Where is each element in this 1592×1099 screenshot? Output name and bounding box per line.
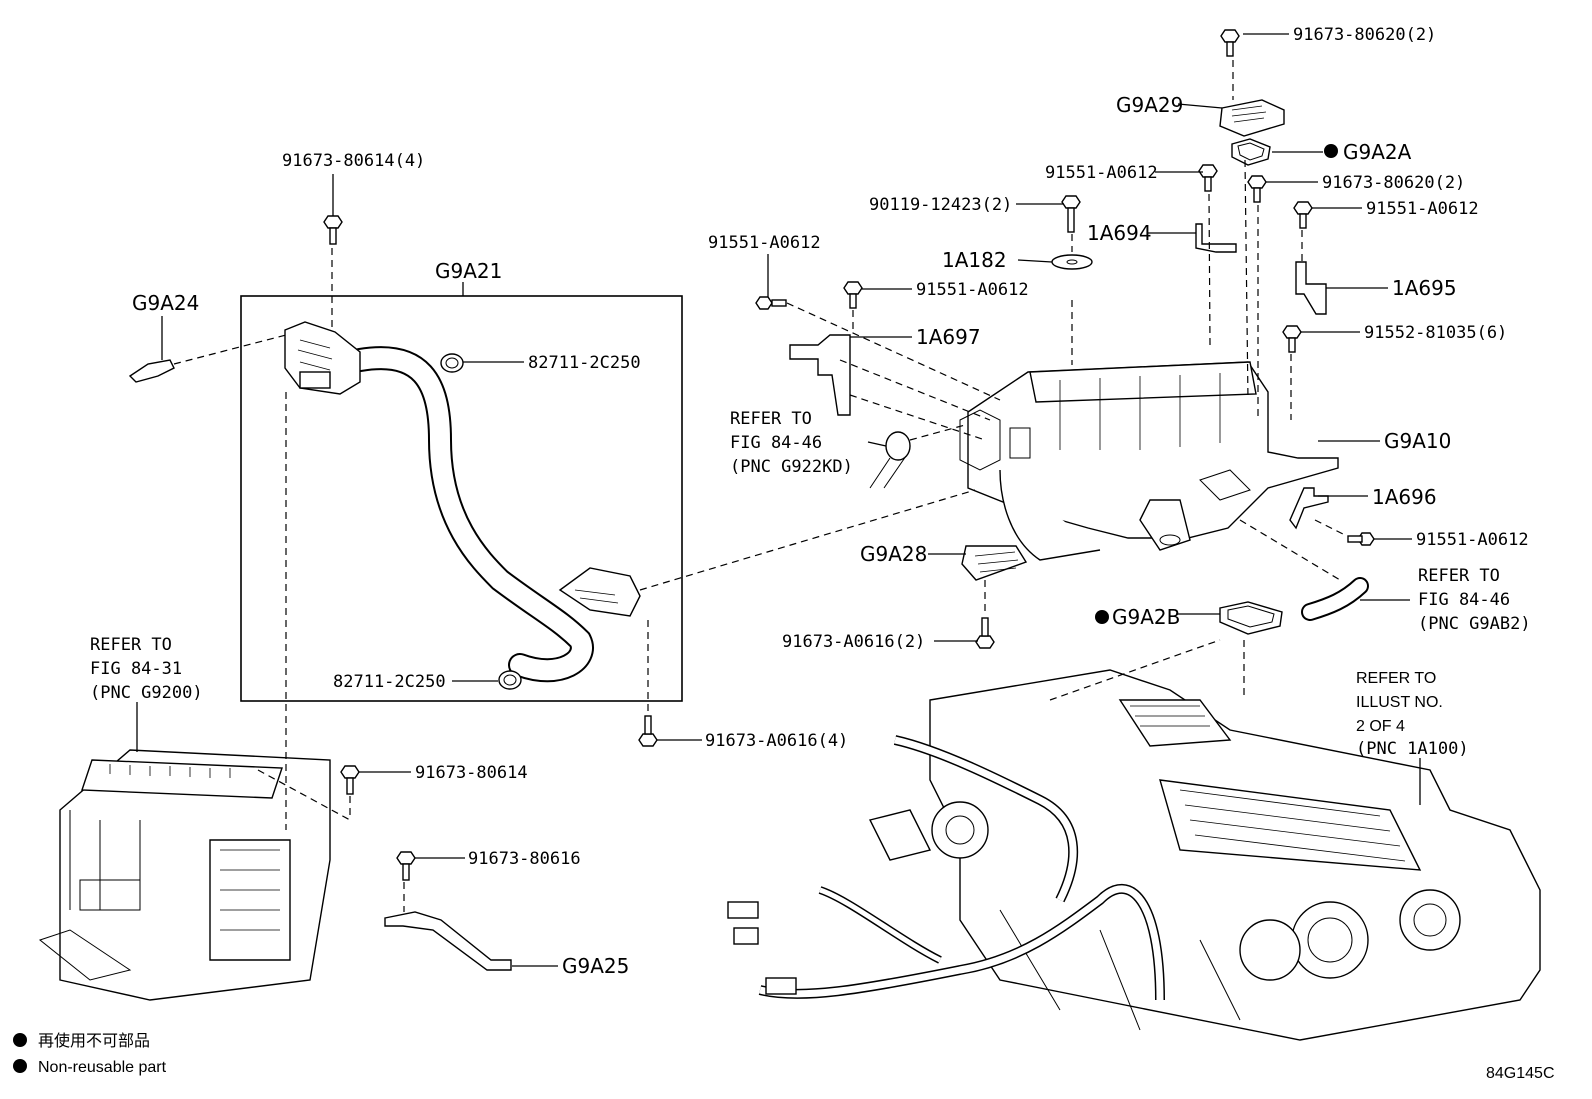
bracket-1a697 [789, 334, 851, 416]
bolt-91673-80614-4 [323, 215, 343, 245]
label-g9a10: G9A10 [1384, 429, 1451, 453]
label-g9a28: G9A28 [860, 542, 927, 566]
label-refer-84-46-b-line3: (PNC G9AB2) [1418, 614, 1531, 634]
label-refer-84-46-b-line2: FIG 84-46 [1418, 590, 1510, 610]
label-1a697: 1A697 [916, 325, 981, 349]
label-g9a24: G9A24 [132, 291, 199, 315]
label-g9a25: G9A25 [562, 954, 629, 978]
bolt-91551-a0612-a [1198, 164, 1218, 192]
label-91551-a0612-a: 91551-A0612 [1045, 163, 1158, 183]
bolt-91673-a0616-2 [975, 617, 995, 649]
label-refer-84-31-line2: FIG 84-31 [90, 659, 182, 679]
clip-g9a24 [128, 359, 175, 383]
label-refer-84-46-a-line2: FIG 84-46 [730, 433, 822, 453]
bolt-91673-80614 [340, 765, 360, 795]
washer-1a182 [1051, 254, 1093, 270]
label-refer-84-46-a-line3: (PNC G922KD) [730, 457, 853, 477]
label-91551-a0612-d: 91551-A0612 [1366, 199, 1479, 219]
label-refer-illust-line3: 2 OF 4 [1356, 718, 1405, 735]
label-refer-84-31-line1: REFER TO [90, 635, 172, 655]
label-1a182: 1A182 [942, 248, 1007, 272]
non-reusable-dot-g9a2a [1324, 144, 1338, 158]
connector-g9a28 [961, 545, 1028, 581]
bolt-91673-80620-top [1220, 29, 1240, 57]
label-refer-illust-line2: ILLUST NO. [1356, 694, 1443, 711]
bolt-90119-12423 [1061, 195, 1081, 233]
label-91551-a0612-c: 91551-A0612 [708, 233, 821, 253]
bolt-91552-81035 [1282, 325, 1302, 353]
inverter-g9200 [38, 749, 331, 1001]
bracket-1a696 [1289, 487, 1329, 530]
transaxle-1a100 [868, 669, 1541, 1041]
clamp-82711-bottom [498, 670, 522, 690]
label-1a696: 1A696 [1372, 485, 1437, 509]
legend-dot-jp [13, 1033, 27, 1047]
bracket-1a695 [1295, 261, 1327, 315]
bolt-91551-a0612-b [843, 281, 863, 309]
legend-dot-en [13, 1059, 27, 1073]
bolt-91551-a0612-c [755, 296, 787, 310]
leader-lines [136, 33, 1421, 967]
label-91673-a0616-2: 91673-A0616(2) [782, 632, 925, 652]
hose-g9a21 [284, 321, 641, 683]
label-91673-80620-top: 91673-80620(2) [1293, 25, 1436, 45]
label-g9a2a: G9A2A [1343, 140, 1412, 164]
bolt-91551-a0612-d [1293, 201, 1313, 229]
label-91673-a0616-4: 91673-A0616(4) [705, 731, 848, 751]
label-g9a21: G9A21 [435, 259, 502, 283]
non-reusable-dot-g9a2b [1095, 610, 1109, 624]
label-90119-12423: 90119-12423(2) [869, 195, 1012, 215]
g9a21-group-box [240, 295, 683, 702]
bolt-91673-80620-mid [1247, 175, 1267, 203]
bracket-g9a25 [384, 911, 512, 971]
figure-code: 84G145C [1486, 1065, 1555, 1082]
label-1a694: 1A694 [1087, 221, 1152, 245]
cover-g9a29 [1219, 99, 1285, 137]
label-91673-80616: 91673-80616 [468, 849, 581, 869]
bolt-91673-a0616-4 [638, 715, 658, 747]
label-refer-illust-line4: (PNC 1A100) [1356, 739, 1469, 759]
bracket-1a694 [1195, 223, 1237, 253]
label-refer-84-46-b-line1: REFER TO [1418, 566, 1500, 586]
label-91551-a0612-b: 91551-A0612 [916, 280, 1029, 300]
bolt-91551-a0612-e [1347, 532, 1375, 546]
label-82711-2c250-bottom: 82711-2C250 [333, 672, 446, 692]
label-91673-80614: 91673-80614 [415, 763, 528, 783]
bolt-91673-80616 [396, 851, 416, 881]
legend-text-en: Non-reusable part [38, 1059, 167, 1076]
label-g9a29: G9A29 [1116, 93, 1183, 117]
label-91552-81035: 91552-81035(6) [1364, 323, 1507, 343]
label-91551-a0612-e: 91551-A0612 [1416, 530, 1529, 550]
label-82711-2c250-top: 82711-2C250 [528, 353, 641, 373]
label-refer-illust-line1: REFER TO [1356, 670, 1436, 687]
dashed-guides [173, 60, 1346, 912]
wire-harness [727, 735, 1165, 1001]
label-91673-80620-mid: 91673-80620(2) [1322, 173, 1465, 193]
clamp-82711-top [440, 353, 464, 373]
label-refer-84-46-a-line1: REFER TO [730, 409, 812, 429]
label-refer-84-31-line3: (PNC G9200) [90, 683, 203, 703]
gasket-g9a2a [1231, 138, 1271, 166]
label-1a695: 1A695 [1392, 276, 1457, 300]
gasket-g9a2b [1219, 601, 1283, 635]
grommet-g922kd [869, 431, 911, 489]
legend-text-jp: 再使用不可部品 [38, 1032, 150, 1050]
inverter-housing-g9a10 [959, 361, 1339, 561]
hose-g9ab2 [1301, 577, 1369, 621]
label-g9a2b: G9A2B [1112, 605, 1180, 629]
label-91673-80614-4: 91673-80614(4) [282, 151, 425, 171]
